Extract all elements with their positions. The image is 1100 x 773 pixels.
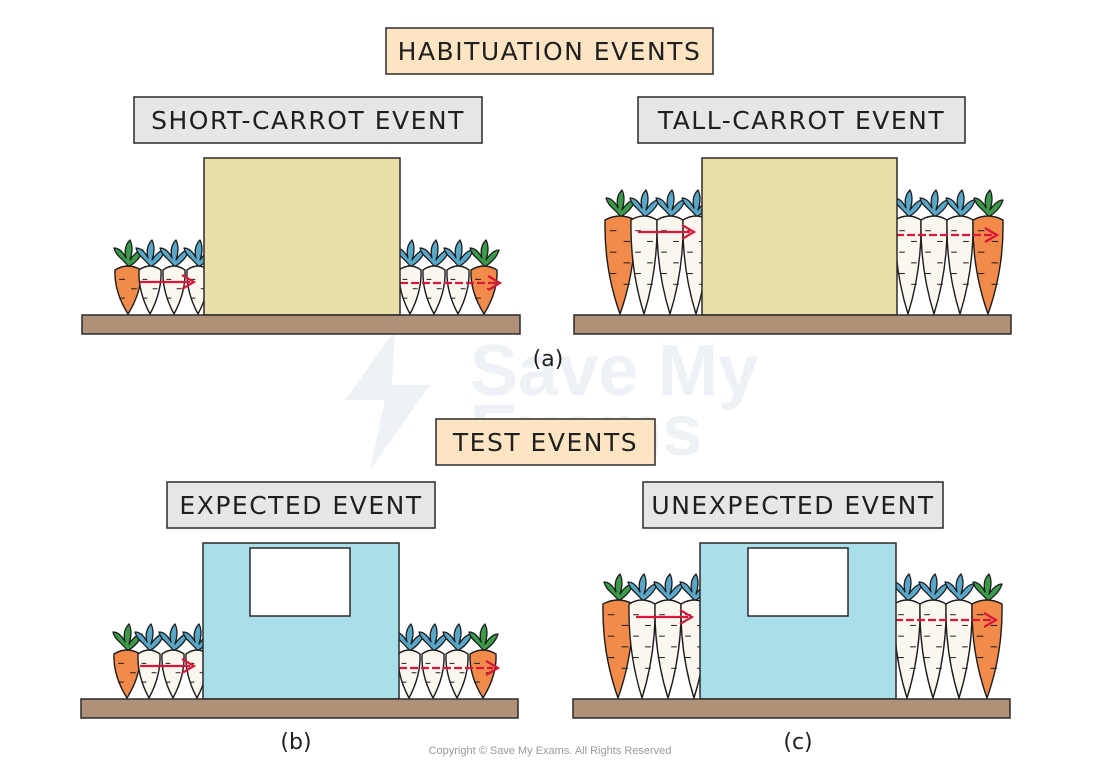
white-carrot: [395, 239, 426, 315]
tall-arrowhead-left-icon: [681, 224, 697, 240]
short-carrots-right: [395, 239, 500, 315]
tall-occluder-screen: [701, 157, 898, 316]
expected-carrots-right: [394, 623, 499, 699]
tall-carrot-label-box: [637, 96, 966, 144]
expected-label: EXPECTED EVENT: [179, 491, 422, 520]
white-carrot: [655, 189, 686, 315]
expected-event-panel: EXPECTED EVENT: [80, 481, 519, 719]
white-carrot: [443, 239, 474, 315]
tall-carrot-event-panel: TALL-CARROT EVENT: [573, 96, 1012, 335]
expected-arrowhead-right-icon: [485, 660, 501, 676]
unexpected-shelf: [572, 698, 1011, 719]
white-carrot: [134, 623, 165, 699]
orange-carrot: [469, 239, 500, 315]
tall-carrots-right: [893, 189, 1004, 315]
short-shelf: [81, 314, 521, 335]
test-events-heading: TEST EVENTS: [435, 418, 656, 466]
tall-carrot-label: TALL-CARROT EVENT: [657, 106, 945, 135]
copyright-notice: Copyright © Save My Exams. All Rights Re…: [429, 745, 672, 757]
unexpected-carrots-right: [892, 573, 1003, 699]
white-carrot: [918, 573, 949, 699]
short-arrowhead-left-icon: [181, 274, 197, 290]
unexpected-label-box: [642, 481, 944, 529]
orange-carrot: [971, 573, 1003, 699]
expected-label-box: [166, 481, 436, 529]
watermark-bolt-icon: [345, 330, 430, 470]
orange-carrot: [468, 623, 499, 699]
white-carrot: [945, 189, 976, 315]
unexpected-carrots-left: [602, 573, 710, 699]
expected-shelf: [80, 698, 519, 719]
orange-carrot: [113, 239, 144, 315]
expected-carrots-left: [112, 623, 213, 699]
short-carrots-left: [113, 239, 214, 315]
short-carrot-event-panel: SHORT-CARROT EVENT: [81, 96, 521, 335]
white-carrot: [944, 573, 975, 699]
test-events-title: TEST EVENTS: [452, 428, 638, 457]
short-arrowhead-right-icon: [487, 275, 503, 291]
caption-c: (c): [783, 730, 812, 755]
white-carrot: [892, 573, 923, 699]
white-carrot: [627, 573, 658, 699]
white-carrot: [653, 573, 684, 699]
unexpected-screen-window: [747, 547, 849, 617]
expected-screen-window: [249, 547, 351, 617]
unexpected-arrowhead-right-icon: [983, 612, 999, 628]
unexpected-event-panel: UNEXPECTED EVENT: [572, 481, 1011, 719]
habituation-events-heading: HABITUATION EVENTS: [385, 27, 714, 75]
short-occluder-screen: [203, 157, 401, 316]
short-carrot-label: SHORT-CARROT EVENT: [151, 106, 465, 135]
white-carrot: [442, 623, 473, 699]
white-carrot: [158, 623, 189, 699]
white-carrot: [159, 239, 190, 315]
expected-arrowhead-left-icon: [181, 658, 197, 674]
watermark-line-1: Save My: [470, 331, 758, 411]
tall-carrots-left: [604, 189, 712, 315]
tall-arrowhead-right-icon: [984, 227, 1000, 243]
caption-a: (a): [533, 347, 564, 372]
caption-b: (b): [280, 730, 311, 755]
orange-carrot: [112, 623, 143, 699]
white-carrot: [893, 189, 924, 315]
white-carrot: [419, 239, 450, 315]
white-carrot: [919, 189, 950, 315]
short-carrot-label-box: [133, 96, 483, 144]
unexpected-label: UNEXPECTED EVENT: [651, 491, 934, 520]
white-carrot: [629, 189, 660, 315]
habituation-events-title: HABITUATION EVENTS: [398, 37, 702, 66]
white-carrot: [418, 623, 449, 699]
orange-carrot: [602, 573, 634, 699]
unexpected-arrowhead-left-icon: [679, 609, 695, 625]
white-carrot: [135, 239, 166, 315]
tall-shelf: [573, 314, 1012, 335]
orange-carrot: [972, 189, 1004, 315]
white-carrot: [394, 623, 425, 699]
orange-carrot: [604, 189, 636, 315]
